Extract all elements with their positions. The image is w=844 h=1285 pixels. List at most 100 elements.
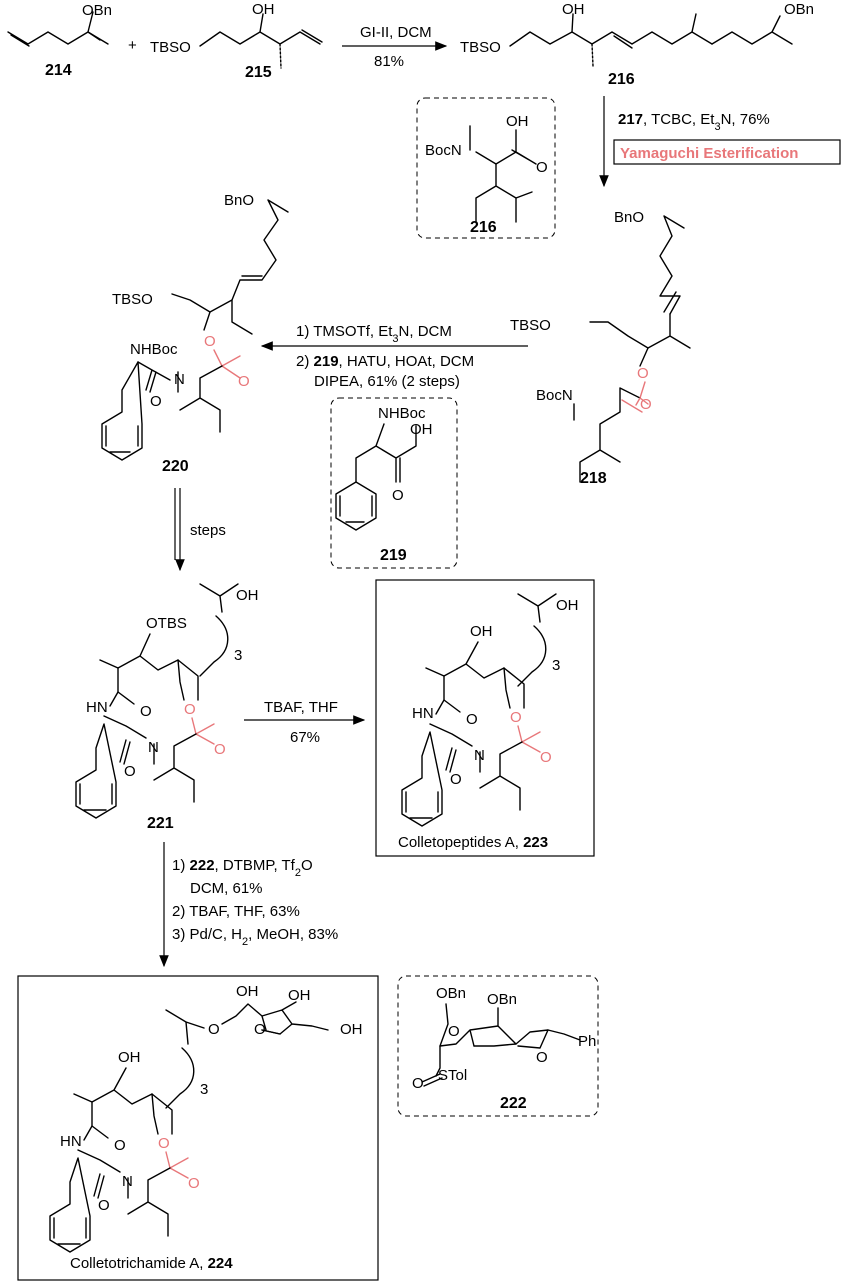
bocn-label: BocN <box>425 142 462 159</box>
oh-label: OH <box>562 1 585 18</box>
compound-223-structure: OH 3 OH O O O HN N O <box>401 593 579 827</box>
step5-yield: 67% <box>290 729 320 746</box>
compound-215-label: 215 <box>245 64 272 81</box>
oh-label: OH <box>556 597 579 614</box>
compound-218-structure: BnO TBSO O O BocN <box>510 209 691 483</box>
ester-o-label: O <box>637 365 649 382</box>
ring-o-label: O <box>448 1023 460 1040</box>
compound-220-structure: BnO TBSO O O NHBoc N O <box>101 192 289 461</box>
o-label: O <box>392 487 404 504</box>
carbonyl-o-label: O <box>214 741 226 758</box>
amide-o-label: O <box>150 393 162 410</box>
tbso-label: TBSO <box>460 39 501 56</box>
product-223-name: Colletopeptides A, 223 <box>398 834 548 851</box>
carbonyl-o-label: O <box>188 1175 200 1192</box>
compound-222-label: 222 <box>500 1095 527 1112</box>
yamaguchi-box <box>613 139 841 165</box>
ph-label: Ph <box>578 1033 596 1050</box>
carbonyl-o-label: O <box>540 749 552 766</box>
otbs-label: OTBS <box>146 615 187 632</box>
acid-216-structure: BocN OH O <box>425 113 548 223</box>
step6-line1: 1) 222, DTBMP, Tf2O <box>172 857 313 879</box>
compound-216-label: 216 <box>608 71 635 88</box>
subscript-3: 3 <box>200 1081 208 1098</box>
step6-line4: 3) Pd/C, H2, MeOH, 83% <box>172 926 338 948</box>
step1-yield: 81% <box>374 53 404 70</box>
product-224-box <box>17 975 379 1281</box>
carbonyl-o-label: O <box>640 396 652 413</box>
nhboc-label: NHBoc <box>130 341 178 358</box>
oh-label: OH <box>506 113 529 130</box>
oh2-label: OH <box>470 623 493 640</box>
carbonyl-o-label: O <box>238 373 250 390</box>
acid-219-structure: NHBoc OH O <box>335 405 433 531</box>
amide1-o-label: O <box>114 1137 126 1154</box>
compound-216-structure: TBSO OH OBn <box>460 1 814 67</box>
ester-o-label: O <box>184 701 196 718</box>
step1-reagents: GI-II, DCM <box>360 24 432 41</box>
sugar-oh2-label: OH <box>288 987 311 1004</box>
hn-label: HN <box>86 699 108 716</box>
acid-216-box <box>416 97 556 239</box>
oh-label: OH <box>252 1 275 18</box>
step6-line2: DCM, 61% <box>190 880 263 897</box>
bocn-label: BocN <box>536 387 573 404</box>
step4-label: steps <box>190 522 226 539</box>
compound-218-label: 218 <box>580 470 607 487</box>
obn2-label: OBn <box>487 991 517 1008</box>
sugar-ring-o-label: O <box>254 1021 266 1038</box>
named-reaction-label: Yamaguchi Esterification <box>620 145 798 162</box>
step5-reagents: TBAF, THF <box>264 699 338 716</box>
acid-219-box <box>330 397 458 569</box>
step3-line1: 1) TMSOTf, Et3N, DCM <box>296 323 452 345</box>
tbso-label: TBSO <box>510 317 551 334</box>
amide-n-label: N <box>174 371 185 388</box>
oh-label: OH <box>236 587 259 604</box>
compound-220-label: 220 <box>162 458 189 475</box>
bno-label: BnO <box>224 192 254 209</box>
bno-label: BnO <box>614 209 644 226</box>
ester-o-label: O <box>510 709 522 726</box>
subscript-3: 3 <box>552 657 560 674</box>
product-223-box <box>375 579 595 857</box>
amide1-o-label: O <box>466 711 478 728</box>
step3-line3: DIPEA, 61% (2 steps) <box>314 373 460 390</box>
obn-label: OBn <box>82 2 112 19</box>
step3-line2: 2) 219, HATU, HOAt, DCM <box>296 353 474 370</box>
glycoside-o-label: O <box>208 1021 220 1038</box>
product-224-name: Colletotrichamide A, 224 <box>70 1255 233 1272</box>
amide1-o-label: O <box>140 703 152 720</box>
obn-label: OBn <box>784 1 814 18</box>
amide2-o-label: O <box>98 1197 110 1214</box>
ester-o-label: O <box>204 333 216 350</box>
step6-line3: 2) TBAF, THF, 63% <box>172 903 300 920</box>
compound-216b-label: 216 <box>470 219 497 236</box>
compound-214-label: 214 <box>45 62 72 79</box>
amide2-o-label: O <box>124 763 136 780</box>
hn-label: HN <box>412 705 434 722</box>
oh-label: OH <box>118 1049 141 1066</box>
compound-221-structure: OH 3 OTBS O O O HN N O <box>75 583 259 819</box>
subscript-3: 3 <box>234 647 242 664</box>
ring-o2-label: O <box>536 1049 548 1066</box>
tbso-label: TBSO <box>150 39 191 56</box>
compound-214-structure: OBn <box>7 2 112 47</box>
nhboc-label: NHBoc <box>378 405 426 422</box>
compound-222-structure: OBn OBn Ph O O STol O <box>412 985 596 1092</box>
stol-label: STol <box>438 1067 467 1084</box>
plus-sign: + <box>128 37 137 54</box>
step2-reagents: 217, TCBC, Et3N, 76% <box>618 111 770 133</box>
sugar-oh1-label: OH <box>236 983 259 1000</box>
ester-o-label: O <box>158 1135 170 1152</box>
tbso-label: TBSO <box>112 291 153 308</box>
obn1-label: OBn <box>436 985 466 1002</box>
sugar-oh3-label: OH <box>340 1021 363 1038</box>
donor-222-box <box>397 975 599 1117</box>
compound-219-label: 219 <box>380 547 407 564</box>
sulfoxide-o-label: O <box>412 1075 424 1092</box>
o-label: O <box>536 159 548 176</box>
oh-label: OH <box>410 421 433 438</box>
compound-221-label: 221 <box>147 815 174 832</box>
compound-215-structure: TBSO OH <box>150 1 323 69</box>
